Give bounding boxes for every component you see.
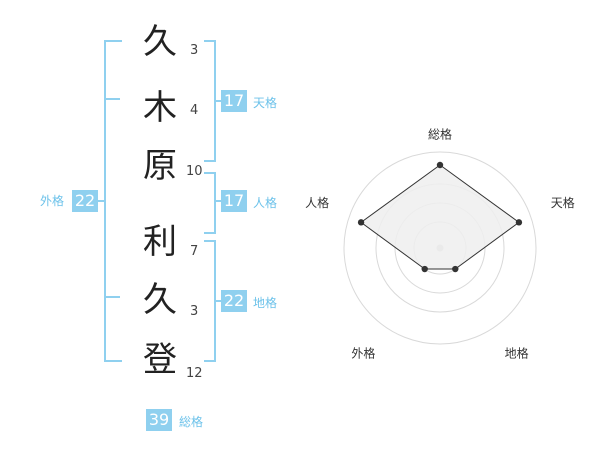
gaikaku-bracket-tick (106, 296, 120, 298)
gaikaku-label: 外格 (40, 194, 65, 208)
radar-data-area (360, 164, 520, 270)
radar-data-point (515, 219, 523, 226)
stroke-count-2: 4 (190, 103, 199, 118)
name-char-2: 木 (143, 88, 177, 128)
radar-data-point (452, 265, 459, 273)
tenkaku-value-badge: 17 (221, 90, 247, 112)
stroke-count-6: 12 (186, 366, 203, 381)
name-char-1: 久 (143, 22, 177, 62)
radar-axis-label: 人格 (305, 195, 329, 210)
radar-data-point (436, 161, 444, 169)
chikaku-label: 地格 (253, 296, 278, 310)
stroke-count-3: 10 (186, 164, 203, 179)
soukaku-value-badge: 39 (146, 409, 172, 431)
jinkaku-label: 人格 (253, 196, 278, 210)
stroke-count-4: 7 (190, 244, 199, 259)
gaikaku-connector (98, 200, 106, 202)
name-char-4: 利 (143, 222, 177, 262)
name-char-6: 登 (143, 340, 177, 380)
radar-axis-label: 外格 (351, 346, 375, 361)
chikaku-value-badge: 22 (221, 290, 247, 312)
jinkaku-connector (214, 200, 222, 202)
radar-data-point (421, 265, 428, 273)
stroke-count-1: 3 (190, 43, 199, 58)
soukaku-label: 総格 (179, 415, 204, 429)
chikaku-connector (214, 300, 222, 302)
jinkaku-bracket (204, 172, 216, 234)
name-char-3: 原 (143, 146, 177, 186)
name-char-5: 久 (143, 280, 177, 320)
gaikaku-bracket-tick (106, 98, 120, 100)
stroke-count-5: 3 (190, 304, 199, 319)
radar-data-point (357, 219, 365, 226)
radar-axis-label: 天格 (551, 195, 575, 210)
radar-grid-ring (343, 151, 537, 345)
radar-axis-label: 総格 (428, 126, 452, 141)
radar-axis-label: 地格 (505, 346, 529, 361)
tenkaku-label: 天格 (253, 96, 278, 110)
gaikaku-value-badge: 22 (72, 190, 98, 212)
tenkaku-connector (214, 100, 222, 102)
jinkaku-value-badge: 17 (221, 190, 247, 212)
